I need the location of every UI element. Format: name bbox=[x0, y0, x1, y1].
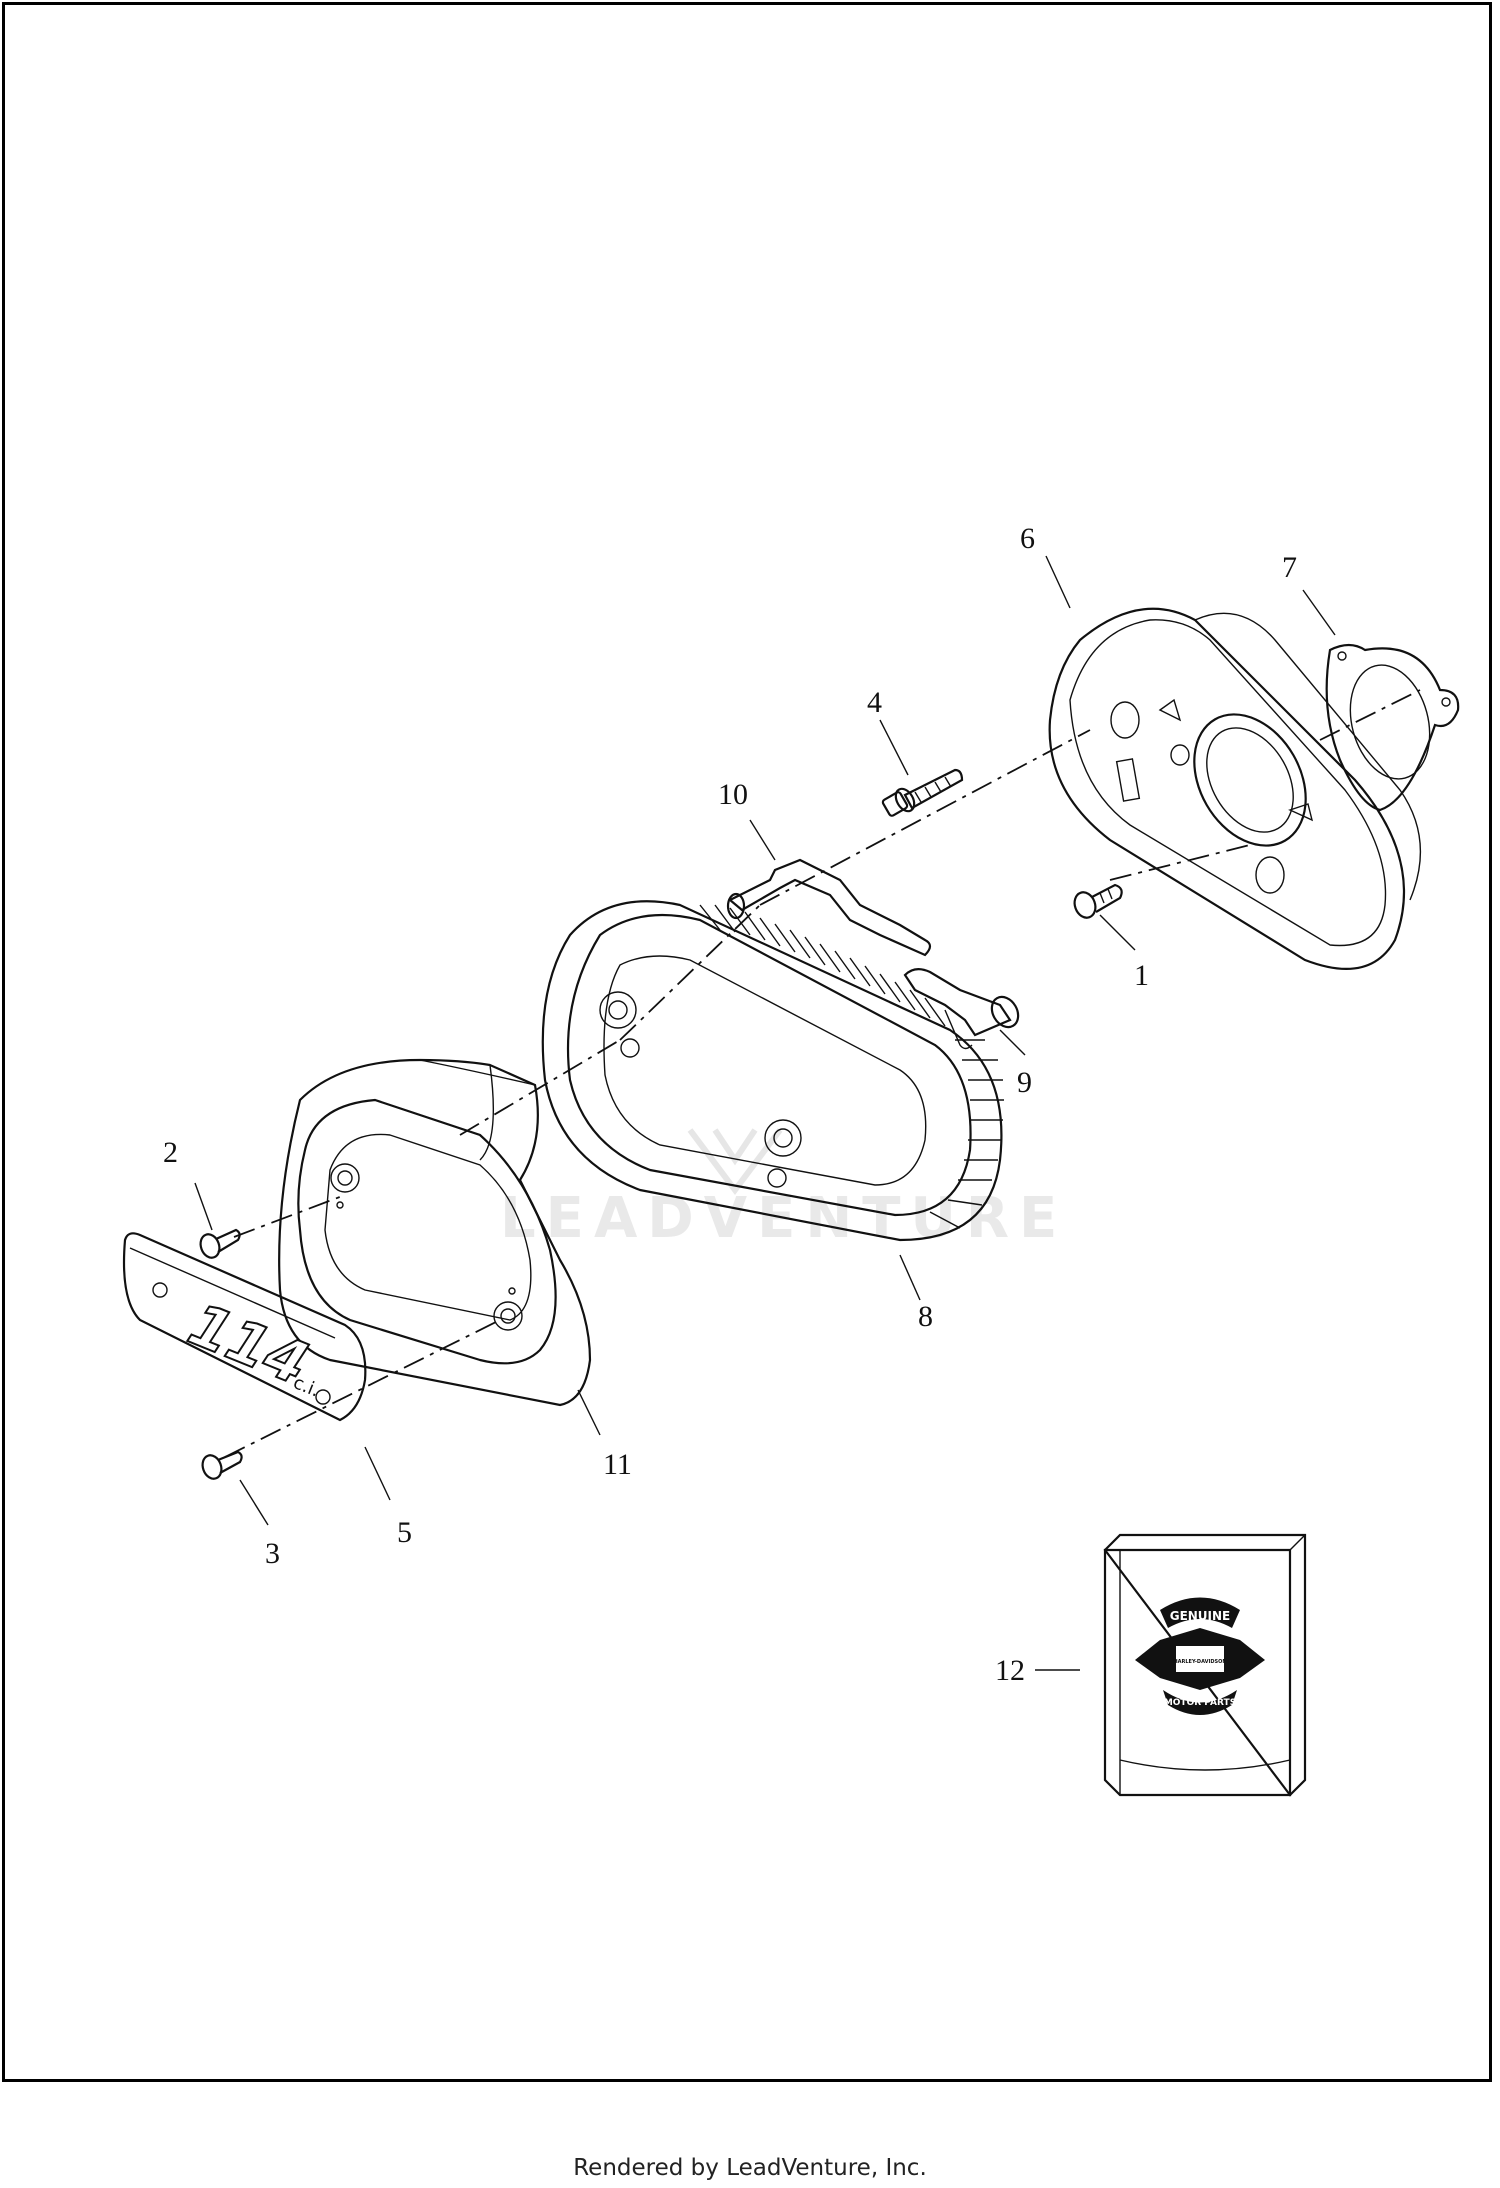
part-4-stud bbox=[881, 768, 964, 817]
callout-3: 3 bbox=[265, 1537, 280, 1570]
part-1-screw bbox=[1073, 883, 1123, 919]
callout-6: 6 bbox=[1020, 522, 1035, 555]
callout-labels: 1 2 3 4 5 6 7 8 9 10 11 12 bbox=[163, 522, 1297, 1687]
watermark-logo bbox=[687, 1128, 783, 1195]
genuine-parts-logo: GENUINE HARLEY-DAVIDSON MOTOR PARTS bbox=[1135, 1597, 1265, 1715]
part-10-breather-tube bbox=[726, 858, 932, 957]
part-12-genuine-parts-package: GENUINE HARLEY-DAVIDSON MOTOR PARTS bbox=[1103, 1533, 1307, 1797]
part-7-gasket bbox=[1325, 643, 1460, 812]
leader-lines bbox=[194, 555, 1336, 1671]
callout-10: 10 bbox=[718, 778, 748, 811]
callout-4: 4 bbox=[867, 686, 882, 719]
part-8-filter-element bbox=[541, 900, 1004, 1242]
diagram-frame bbox=[2, 2, 1492, 2082]
part-5-badge-plate: 114 c.i. bbox=[122, 1232, 367, 1422]
footer-credit: Rendered by LeadVenture, Inc. bbox=[573, 2155, 927, 2181]
filter-pleats bbox=[699, 904, 1004, 1229]
logo-text-top: GENUINE bbox=[1170, 1609, 1231, 1623]
callout-8: 8 bbox=[918, 1300, 933, 1333]
part-2-screw bbox=[199, 1228, 241, 1259]
logo-text-bottom: MOTOR PARTS bbox=[1164, 1698, 1236, 1708]
assembly-centerlines bbox=[224, 689, 1421, 1458]
callout-5: 5 bbox=[397, 1516, 412, 1549]
callout-7: 7 bbox=[1282, 551, 1297, 584]
callout-1: 1 bbox=[1134, 959, 1149, 992]
watermark-text: LEADVENTURE bbox=[500, 1186, 1067, 1251]
callout-9: 9 bbox=[1017, 1066, 1032, 1099]
callout-2: 2 bbox=[163, 1136, 178, 1169]
part-11-cover-housing bbox=[278, 1058, 592, 1407]
logo-text-middle: HARLEY-DAVIDSON bbox=[1173, 1659, 1226, 1665]
callout-11: 11 bbox=[603, 1448, 632, 1481]
callout-12: 12 bbox=[995, 1654, 1025, 1687]
part-6-backplate bbox=[1048, 607, 1422, 971]
part-3-screw bbox=[201, 1450, 243, 1480]
